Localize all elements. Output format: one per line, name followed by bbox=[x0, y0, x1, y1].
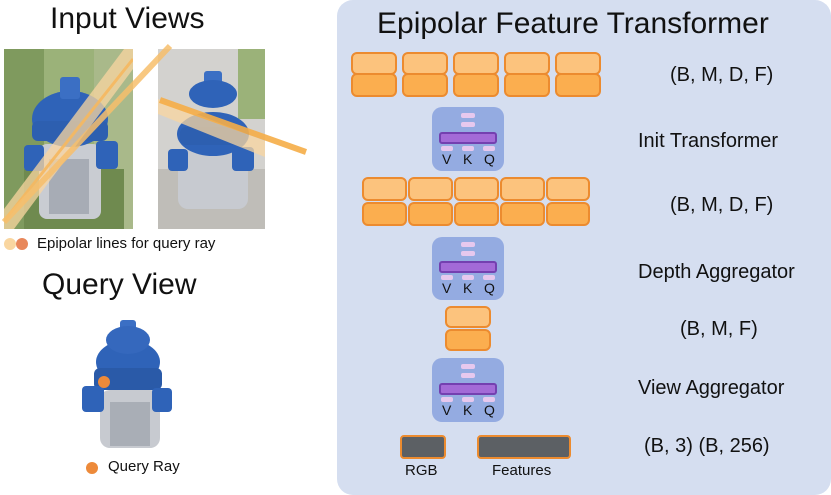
feature-cell bbox=[453, 52, 499, 75]
value-letter: V bbox=[442, 402, 452, 418]
rgb-output-box bbox=[400, 435, 446, 459]
depth-aggregator-block: V K Q bbox=[432, 237, 504, 300]
rgb-label: RGB bbox=[405, 462, 438, 479]
value-letter: V bbox=[442, 151, 452, 167]
attention-token bbox=[461, 122, 475, 127]
feature-stack-1 bbox=[351, 52, 601, 97]
feature-cell bbox=[555, 52, 601, 75]
epipolar-caption: Epipolar lines for query ray bbox=[37, 235, 216, 252]
features-label: Features bbox=[492, 462, 552, 479]
attention-token bbox=[462, 275, 474, 280]
feature-stack-2 bbox=[362, 177, 590, 226]
feature-cell bbox=[546, 177, 590, 201]
feature-cell bbox=[351, 52, 397, 75]
fire-hydrant-photo-2 bbox=[158, 49, 265, 229]
attention-bar bbox=[439, 383, 497, 395]
query-letter: Q bbox=[484, 151, 495, 167]
feature-cell bbox=[402, 73, 448, 97]
feature-cell bbox=[555, 73, 601, 97]
feature-cell bbox=[500, 202, 545, 226]
query-letter: Q bbox=[484, 280, 495, 296]
init-transformer-label: Init Transformer bbox=[638, 130, 779, 152]
attention-bar bbox=[439, 132, 497, 144]
feature-cell bbox=[362, 202, 407, 226]
input-views-title: Input Views bbox=[50, 2, 205, 35]
attention-token bbox=[461, 242, 475, 247]
feature-cell bbox=[445, 306, 491, 328]
feature-cell bbox=[504, 52, 550, 75]
depth-aggregator-label: Depth Aggregator bbox=[638, 261, 795, 283]
input-view-image-1 bbox=[4, 49, 133, 229]
shape-label-4: (B, 3) (B, 256) bbox=[644, 435, 770, 457]
feature-cell bbox=[408, 202, 453, 226]
input-view-image-2 bbox=[158, 49, 265, 229]
query-letter: Q bbox=[484, 402, 495, 418]
epipolar-lines-overlay bbox=[1, 43, 308, 225]
query-view-title: Query View bbox=[42, 268, 197, 301]
feature-cell bbox=[362, 177, 407, 201]
feature-cell bbox=[454, 177, 499, 201]
epipolar-dark-dot-icon bbox=[16, 238, 28, 250]
feature-stack-3 bbox=[445, 306, 491, 351]
shape-label-1: (B, M, D, F) bbox=[670, 64, 774, 86]
feature-cell bbox=[445, 329, 491, 351]
view-aggregator-label: View Aggregator bbox=[638, 377, 785, 399]
attention-token bbox=[441, 275, 453, 280]
attention-bar bbox=[439, 261, 497, 273]
feature-cell bbox=[408, 177, 453, 201]
key-letter: K bbox=[463, 280, 473, 296]
feature-cell bbox=[453, 73, 499, 97]
attention-token bbox=[461, 373, 475, 378]
query-view-image bbox=[82, 312, 172, 452]
attention-token bbox=[461, 364, 475, 369]
attention-token bbox=[461, 251, 475, 256]
query-ray-dot-icon bbox=[86, 462, 98, 474]
view-aggregator-block: V K Q bbox=[432, 358, 504, 422]
attention-token bbox=[462, 146, 474, 151]
panel-title: Epipolar Feature Transformer bbox=[377, 7, 769, 40]
feature-cell bbox=[500, 177, 545, 201]
value-letter: V bbox=[442, 280, 452, 296]
fire-hydrant-photo-1 bbox=[4, 49, 133, 229]
feature-cell bbox=[504, 73, 550, 97]
feature-cell bbox=[546, 202, 590, 226]
attention-token bbox=[483, 275, 495, 280]
attention-token bbox=[483, 397, 495, 402]
key-letter: K bbox=[463, 402, 473, 418]
query-ray-point bbox=[98, 376, 110, 388]
query-ray-caption: Query Ray bbox=[108, 458, 180, 475]
key-letter: K bbox=[463, 151, 473, 167]
attention-token bbox=[441, 146, 453, 151]
init-transformer-block: V K Q bbox=[432, 107, 504, 171]
features-output-box bbox=[477, 435, 571, 459]
attention-token bbox=[441, 397, 453, 402]
shape-label-2: (B, M, D, F) bbox=[670, 194, 774, 216]
feature-cell bbox=[402, 52, 448, 75]
feature-cell bbox=[351, 73, 397, 97]
attention-token bbox=[483, 146, 495, 151]
attention-token bbox=[461, 113, 475, 118]
feature-cell bbox=[454, 202, 499, 226]
attention-token bbox=[462, 397, 474, 402]
epipolar-light-dot-icon bbox=[4, 238, 16, 250]
fire-hydrant-query-photo bbox=[82, 320, 172, 448]
shape-label-3: (B, M, F) bbox=[680, 318, 758, 340]
